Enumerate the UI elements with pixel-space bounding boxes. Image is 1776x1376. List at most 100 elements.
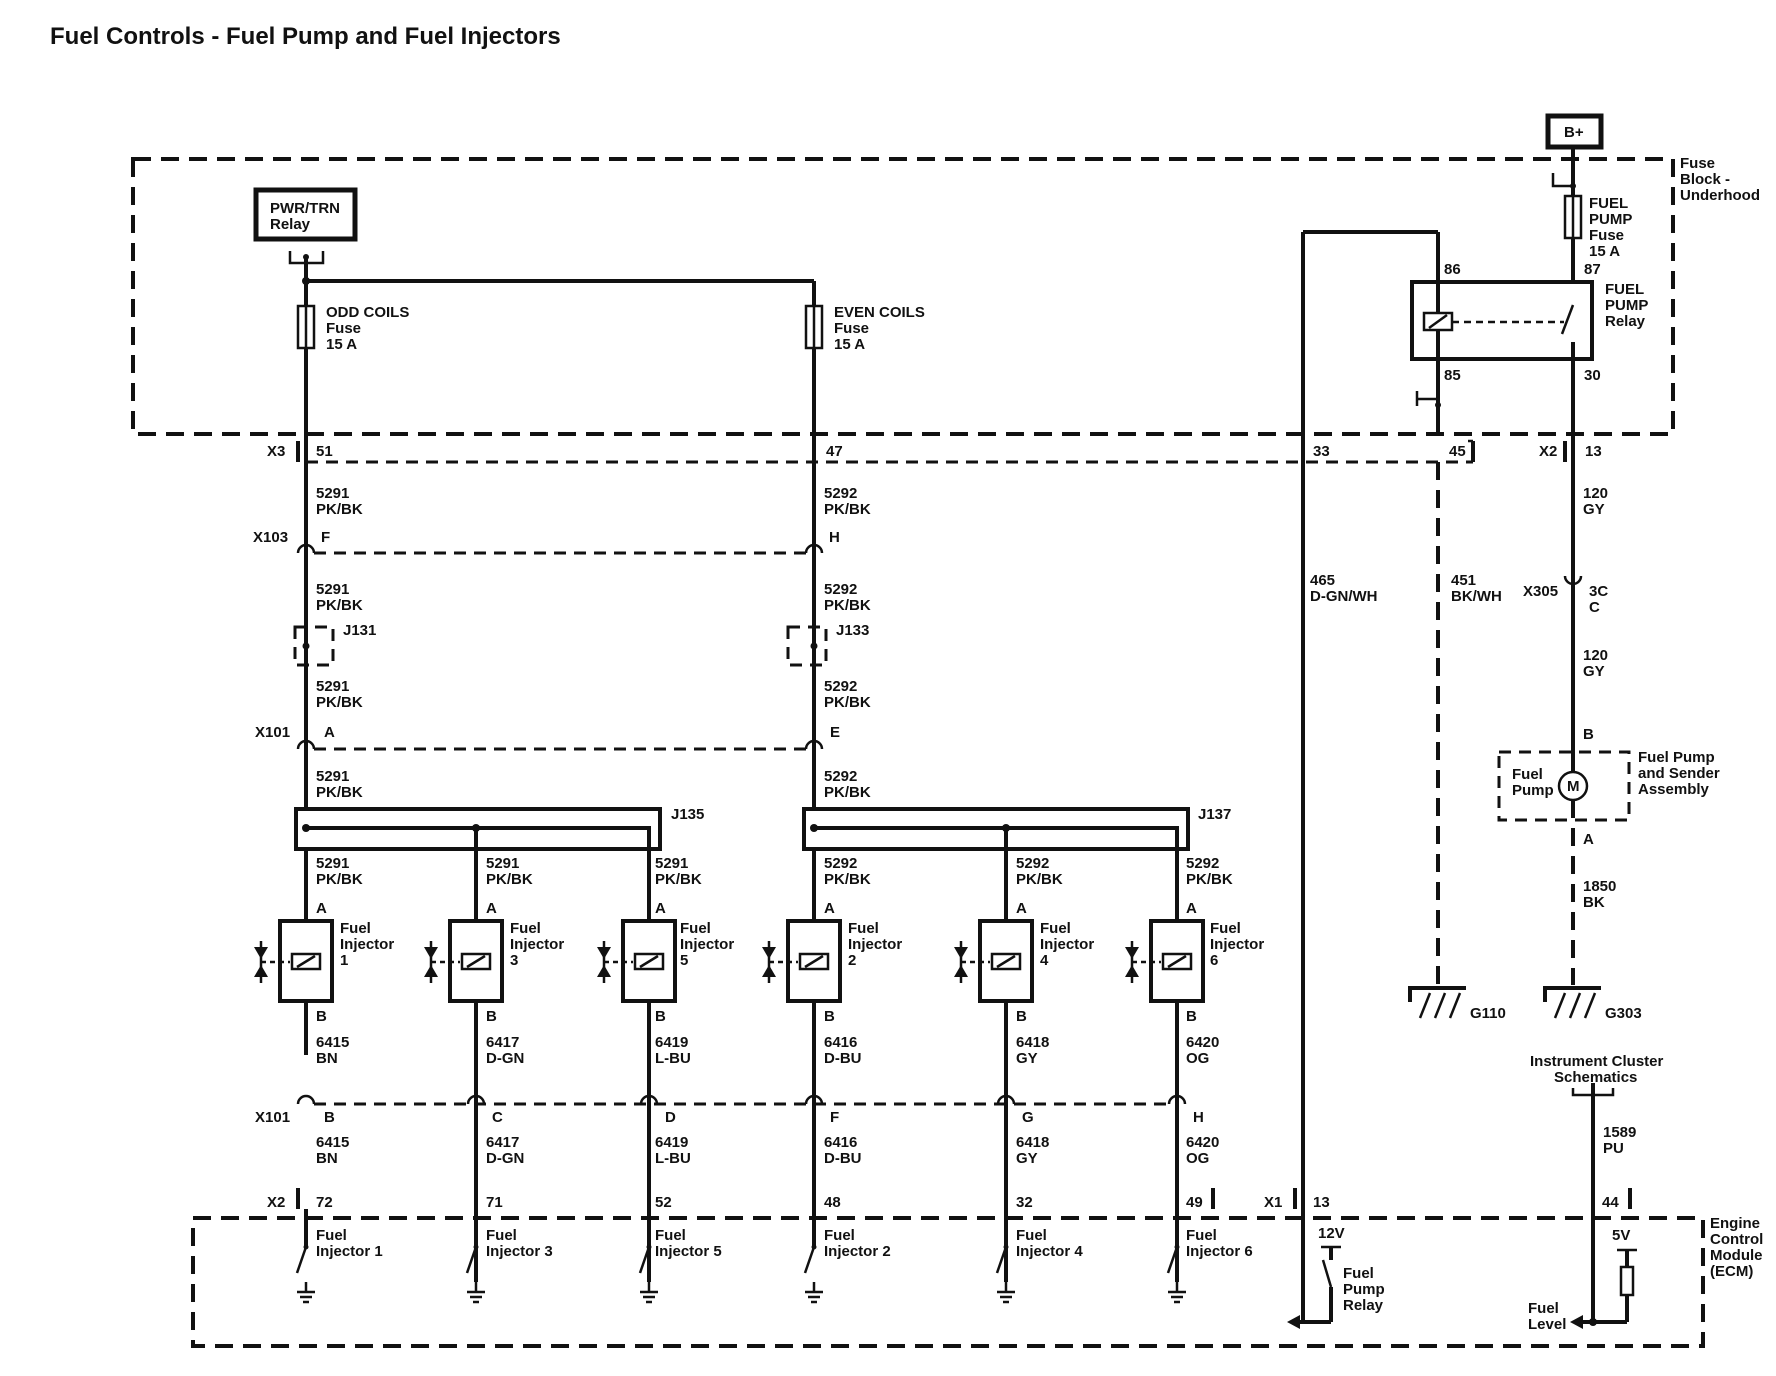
x1-label: X1 [1264,1194,1282,1211]
j131-splice [293,625,335,667]
wire-label: 6420 [1186,1034,1219,1051]
j137-label: J137 [1198,806,1231,823]
battery-positive-label: B+ [1564,124,1584,141]
wire-label: D-GN [486,1150,524,1167]
pwr-trn-relay-box [253,187,358,242]
injector-pin-b: B [1186,1008,1197,1025]
injector-label: Fuel [1210,920,1241,937]
wire-label: 5292 [824,678,857,695]
odd-coils-fuse-label: 15 A [326,336,357,353]
x3-pin: 45 [1449,443,1466,460]
wire-label: PK/BK [824,694,871,711]
x101-top-pin: E [830,724,840,741]
x2-bottom-label: X2 [267,1194,285,1211]
x101-bottom-pin: F [830,1109,839,1126]
wire-label: L-BU [655,1050,691,1067]
x101-bottom-pin: H [1193,1109,1204,1126]
relay-pin-86: 86 [1444,261,1461,278]
x2-bottom-pin: 71 [486,1194,503,1211]
ecm-label: Control [1710,1231,1763,1248]
wire-label: PU [1603,1140,1624,1157]
fuel-pump-assembly-label: Fuel Pump [1638,749,1715,766]
pwr-trn-relay-label: Relay [270,216,311,233]
wire-label: 6417 [486,1134,519,1151]
ecm-12v-label: 12V [1318,1225,1345,1242]
wire-label: 5292 [1016,855,1049,872]
wire-label: 5291 [486,855,519,872]
ecm-driver-label: Injector 2 [824,1243,891,1260]
wire-label: PK/BK [824,501,871,518]
page-title: Fuel Controls - Fuel Pump and Fuel Injec… [50,23,561,50]
ecm-fuel-level-label: Fuel [1528,1300,1559,1317]
wire-label: PK/BK [824,871,871,888]
x3-pin: 33 [1313,443,1330,460]
x3-pin: 51 [316,443,333,460]
x305-label: X305 [1523,583,1558,600]
injector-pin-b: B [655,1008,666,1025]
x103-pin: F [321,529,330,546]
fuel-pump-relay-label: Relay [1605,313,1646,330]
x103-pin: H [829,529,840,546]
wire-label: BN [316,1150,338,1167]
injector-pin-a: A [1016,900,1027,917]
injector-label: Injector [680,936,734,953]
wire-label: 5292 [824,485,857,502]
relay-switch-contact [1560,304,1575,335]
ecm-driver-label: Fuel [824,1227,855,1244]
wire-label: 5291 [316,485,349,502]
pump-pin-a: A [1583,831,1594,848]
relay-pin-87: 87 [1584,261,1601,278]
fuse-block-boundary [131,157,1675,436]
ecm-driver-label: Injector 3 [486,1243,553,1260]
wire-label: 451 [1451,572,1476,589]
injector-label: Injector [510,936,564,953]
x2-bottom-pin: 49 [1186,1194,1203,1211]
wire-label: PK/BK [1186,871,1233,888]
even-coils-fuse-label: Fuse [834,320,869,337]
ecm-driver-label: Fuel [1186,1227,1217,1244]
injector-pin-a: A [824,900,835,917]
wire-label: 6418 [1016,1134,1049,1151]
injector-pin-b: B [486,1008,497,1025]
fuel-pump-assembly-label: Assembly [1638,781,1710,798]
ground-g110 [1408,986,1466,1019]
x2-bottom-pin: 48 [824,1194,841,1211]
injector-pin-a: A [1186,900,1197,917]
x2-bottom-pin: 52 [655,1194,672,1211]
x101-bottom-pin: B [324,1109,335,1126]
fuel-pump-relay-label: PUMP [1605,297,1648,314]
fuel-injector-5 [595,919,677,1003]
relay-pin-85: 85 [1444,367,1461,384]
wire-label: D-GN/WH [1310,588,1378,605]
ecm-driver-label: Injector 1 [316,1243,383,1260]
wire-label: GY [1583,501,1605,518]
injector-label: Fuel [340,920,371,937]
wire-label: 1850 [1583,878,1616,895]
ecm-fuel-level-label: Level [1528,1316,1566,1333]
wire-label: 5292 [824,855,857,872]
wire-label: 6420 [1186,1134,1219,1151]
ecm-fuel-pump-relay-label: Fuel [1343,1265,1374,1282]
j133-splice [786,625,828,667]
wire-label: PK/BK [316,501,363,518]
fuel-pump-fuse-label: 15 A [1589,243,1620,260]
injector-label: Fuel [680,920,711,937]
wire-label: 6417 [486,1034,519,1051]
wire-label: BK/WH [1451,588,1502,605]
x101-bottom-pin: C [492,1109,503,1126]
j135-label: J135 [671,806,704,823]
x305-pin: 3C [1589,583,1608,600]
wire-label: OG [1186,1050,1209,1067]
wire-label: 6419 [655,1134,688,1151]
injector-label: Fuel [1040,920,1071,937]
wire-label: 6419 [655,1034,688,1051]
ecm-driver-label: Fuel [655,1227,686,1244]
instrument-cluster-label: Schematics [1554,1069,1637,1086]
wire-label: BK [1583,894,1605,911]
injector-pin-b: B [316,1008,327,1025]
wire-label: PK/BK [316,597,363,614]
injector-label: 2 [848,952,856,969]
fuel-injector-1 [252,919,334,1003]
ecm-driver-label: Fuel [1016,1227,1047,1244]
ground-g110-label: G110 [1470,1005,1506,1022]
